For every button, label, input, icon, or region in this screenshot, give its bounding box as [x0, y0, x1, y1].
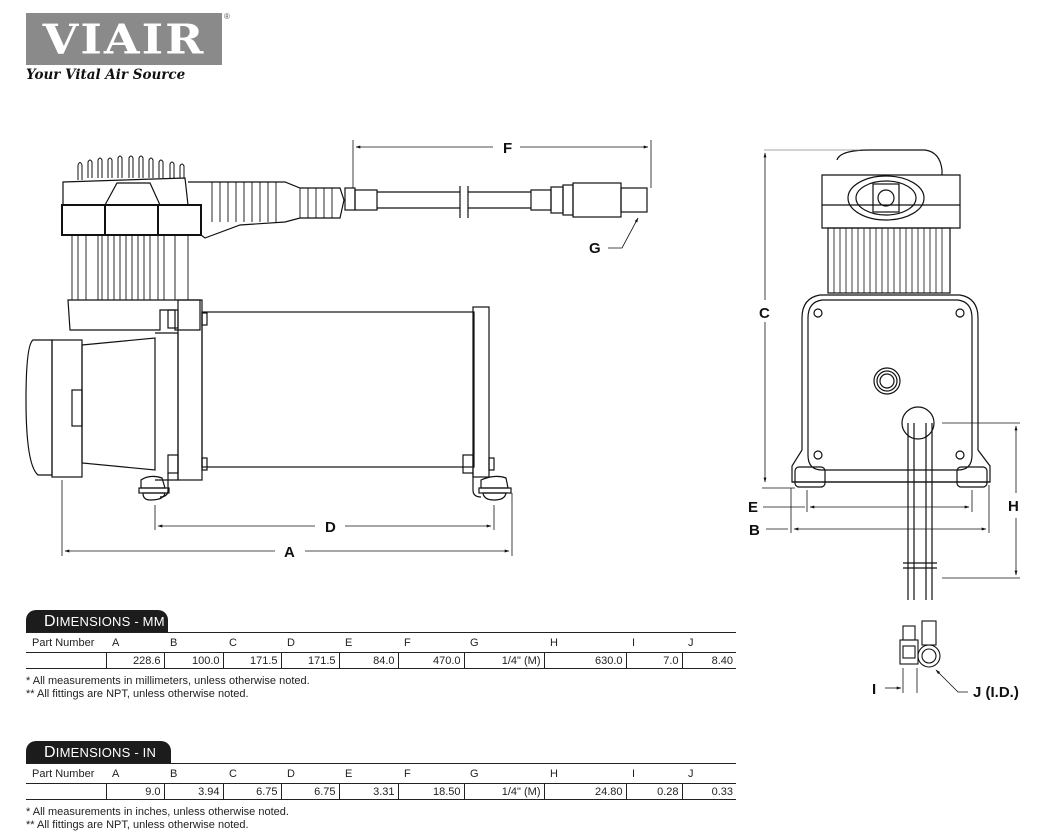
value-cell: 171.5	[223, 652, 282, 669]
logo-brand: VIAIR	[42, 14, 206, 64]
dim-label-g: G	[589, 240, 601, 257]
value-cell: 1/4" (M)	[464, 652, 545, 669]
value-cell: 8.40	[682, 652, 736, 669]
value-cell: 6.75	[281, 783, 340, 800]
header-cell: B	[164, 763, 223, 784]
logo-tagline: Your Vital Air Source	[26, 67, 186, 83]
viair-logo: VIAIR Your Vital Air Source	[26, 13, 226, 83]
note-measurements: * All measurements in millimeters, unles…	[26, 675, 310, 687]
value-cell: 171.5	[281, 652, 340, 669]
value-cell: 630.0	[544, 652, 627, 669]
dim-label-e: E	[748, 499, 758, 516]
table-row: 228.6 100.0 171.5 171.5 84.0 470.0 1/4" …	[26, 652, 736, 669]
header-cell: J	[682, 632, 736, 653]
note-fittings: ** All fittings are NPT, unless otherwis…	[26, 688, 249, 700]
dim-label-c: C	[759, 305, 770, 322]
dimensions-in-notes: * All measurements in inches, unless oth…	[26, 806, 736, 832]
header-cell: G	[464, 763, 544, 784]
header-cell: D	[281, 763, 339, 784]
header-cell: H	[544, 632, 626, 653]
table-row: 9.0 3.94 6.75 6.75 3.31 18.50 1/4" (M) 2…	[26, 783, 736, 800]
value-cell: 100.0	[164, 652, 224, 669]
header-cell: F	[398, 763, 464, 784]
dimensions-in-tab: DIMENSIONS - IN	[26, 741, 171, 763]
dimensions-mm-table: Part Number A B C D E F G H I J 228.6 10…	[26, 632, 736, 669]
value-cell	[26, 652, 107, 669]
header-cell: G	[464, 632, 544, 653]
logo-box: VIAIR	[26, 13, 222, 65]
value-cell: 9.0	[106, 783, 165, 800]
dim-label-d: D	[325, 519, 336, 536]
header-cell: B	[164, 632, 223, 653]
dimensions-in-section: DIMENSIONS - IN Part Number A B C D E F …	[26, 741, 736, 832]
value-cell: 3.94	[164, 783, 224, 800]
value-cell: 84.0	[339, 652, 399, 669]
header-cell: I	[626, 632, 682, 653]
dim-label-i: I	[872, 681, 876, 698]
front-view	[762, 149, 1020, 600]
value-cell: 6.75	[223, 783, 282, 800]
note-fittings: ** All fittings are NPT, unless otherwis…	[26, 819, 249, 831]
header-cell: E	[339, 632, 398, 653]
cylinder-fins	[71, 236, 189, 300]
ring-terminal	[917, 620, 941, 668]
dimensions-mm-notes: * All measurements in millimeters, unles…	[26, 675, 736, 701]
tab-title: IMENSIONS - IN	[55, 745, 157, 760]
header-cell: A	[106, 763, 164, 784]
dim-label-b: B	[749, 522, 760, 539]
tab-cap: D	[44, 744, 56, 761]
header-cell: J	[682, 763, 736, 784]
note-measurements: * All measurements in inches, unless oth…	[26, 806, 289, 818]
compressor-technical-drawing: F G D A	[25, 140, 1020, 600]
header-cell: E	[339, 763, 398, 784]
value-cell: 228.6	[106, 652, 165, 669]
dimensions-mm-section: DIMENSIONS - MM Part Number A B C D E F …	[26, 610, 736, 701]
header-cell: H	[544, 763, 626, 784]
header-cell: A	[106, 632, 164, 653]
value-cell: 18.50	[398, 783, 465, 800]
dim-label-h: H	[1008, 498, 1019, 515]
value-cell: 0.28	[626, 783, 683, 800]
dim-label-a: A	[284, 544, 295, 561]
dim-label-f: F	[503, 140, 512, 157]
table-header-row: Part Number A B C D E F G H I J	[26, 632, 736, 653]
spade-terminal	[899, 625, 919, 665]
value-cell: 0.33	[682, 783, 736, 800]
header-cell: Part Number	[26, 632, 106, 653]
table-header-row: Part Number A B C D E F G H I J	[26, 763, 736, 784]
tab-title: IMENSIONS - MM	[55, 614, 165, 629]
dimensions-in-table: Part Number A B C D E F G H I J 9.0 3.94…	[26, 763, 736, 800]
dimensions-mm-tab: DIMENSIONS - MM	[26, 610, 168, 632]
header-cell: Part Number	[26, 763, 106, 784]
dim-label-j: J (I.D.)	[973, 684, 1019, 701]
value-cell: 3.31	[339, 783, 399, 800]
header-cell: F	[398, 632, 464, 653]
head-cooling-fins	[77, 155, 185, 180]
value-cell: 7.0	[626, 652, 683, 669]
registered-mark: ®	[224, 12, 230, 21]
value-cell	[26, 783, 107, 800]
header-cell: C	[223, 763, 281, 784]
value-cell: 1/4" (M)	[464, 783, 545, 800]
header-cell: I	[626, 763, 682, 784]
side-view	[25, 140, 652, 556]
tab-cap: D	[44, 613, 56, 630]
header-cell: D	[281, 632, 339, 653]
header-cell: C	[223, 632, 281, 653]
value-cell: 24.80	[544, 783, 627, 800]
value-cell: 470.0	[398, 652, 465, 669]
